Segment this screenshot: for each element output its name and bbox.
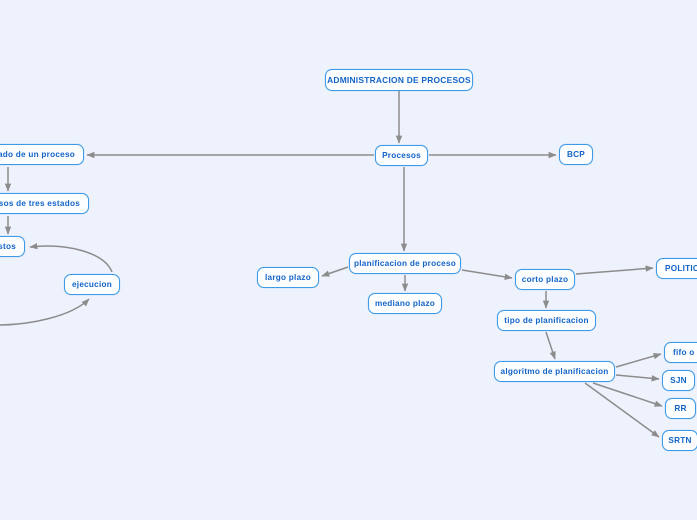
node-administracion-de-procesos[interactable]: ADMINISTRACION DE PROCESOS <box>325 69 473 91</box>
edge-tipo-algoritmo <box>545 331 556 360</box>
node-corto-plazo[interactable]: corto plazo <box>515 269 575 290</box>
node-srtn[interactable]: SRTN <box>662 430 697 451</box>
edge-ejecucion-listos <box>29 243 113 273</box>
edge-corto-politica <box>575 265 654 275</box>
edge-offscreen-ejecucion <box>0 298 90 326</box>
edge-algoritmo-rr <box>592 382 663 407</box>
node-bcp[interactable]: BCP <box>559 144 593 165</box>
node-fifo-o-fcfs[interactable]: fifo o f <box>664 342 697 363</box>
node-estado-de-un-proceso[interactable]: estado de un proceso <box>0 144 84 165</box>
node-procesos[interactable]: Procesos <box>375 145 428 166</box>
node-listos[interactable]: listos <box>0 236 25 257</box>
node-rr[interactable]: RR <box>665 398 696 419</box>
edge-algoritmo-fifo <box>615 352 662 368</box>
edge-algoritmo-sjn <box>615 374 660 382</box>
node-algoritmo-de-planificacion[interactable]: algoritmo de planificacion <box>494 361 615 382</box>
edge-algoritmo-srtn <box>584 382 660 438</box>
node-planificacion-de-proceso[interactable]: planificacion de proceso <box>349 253 461 274</box>
node-tipo-de-planificacion[interactable]: tipo de planificacion <box>497 310 596 331</box>
node-ejecucion[interactable]: ejecucion <box>64 274 120 295</box>
node-sjn[interactable]: SJN <box>662 370 695 391</box>
edge-planificacion-largo <box>321 266 349 277</box>
node-mediano-plazo[interactable]: mediano plazo <box>368 293 442 314</box>
node-politica[interactable]: POLITICA <box>656 258 697 279</box>
node-largo-plazo[interactable]: largo plazo <box>257 267 319 288</box>
edge-planificacion-corto <box>461 269 513 280</box>
